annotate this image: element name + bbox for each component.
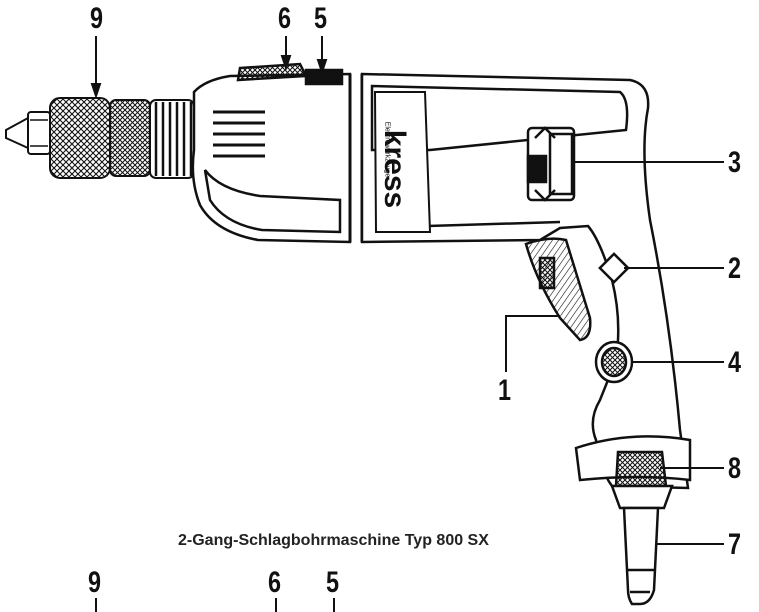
brand-tagline: Elektrowerkzeuge xyxy=(383,121,391,178)
leader-lines xyxy=(90,36,724,612)
impact-switch xyxy=(526,126,576,202)
motor-housing xyxy=(360,72,690,490)
label-impact-switch: 3 xyxy=(728,146,742,179)
cable-guard xyxy=(574,435,692,606)
repeat-label-selector: 5 xyxy=(326,566,340,599)
lock-button xyxy=(594,340,634,384)
brand-logo: kress Elektrowerkzeuge xyxy=(372,100,414,220)
gear-housing xyxy=(191,62,364,244)
label-lock-button: 4 xyxy=(728,346,742,379)
figure-caption: 2-Gang-Schlagbohrmaschine Typ 800 SX xyxy=(178,532,489,549)
label-cable: 7 xyxy=(728,528,742,561)
label-selector: 5 xyxy=(314,2,328,35)
speed-dial xyxy=(598,252,630,284)
repeat-label-chuck: 9 xyxy=(88,566,102,599)
label-chuck: 9 xyxy=(90,2,104,35)
label-trigger: 1 xyxy=(498,374,512,407)
trigger xyxy=(524,237,592,342)
chuck xyxy=(5,97,195,179)
repeat-label-gear-switch: 6 xyxy=(268,566,282,599)
label-speed-control: 2 xyxy=(728,252,742,285)
label-cable-guard: 8 xyxy=(728,452,742,485)
brand-name: kress xyxy=(378,129,411,209)
label-gear-switch: 6 xyxy=(278,2,292,35)
